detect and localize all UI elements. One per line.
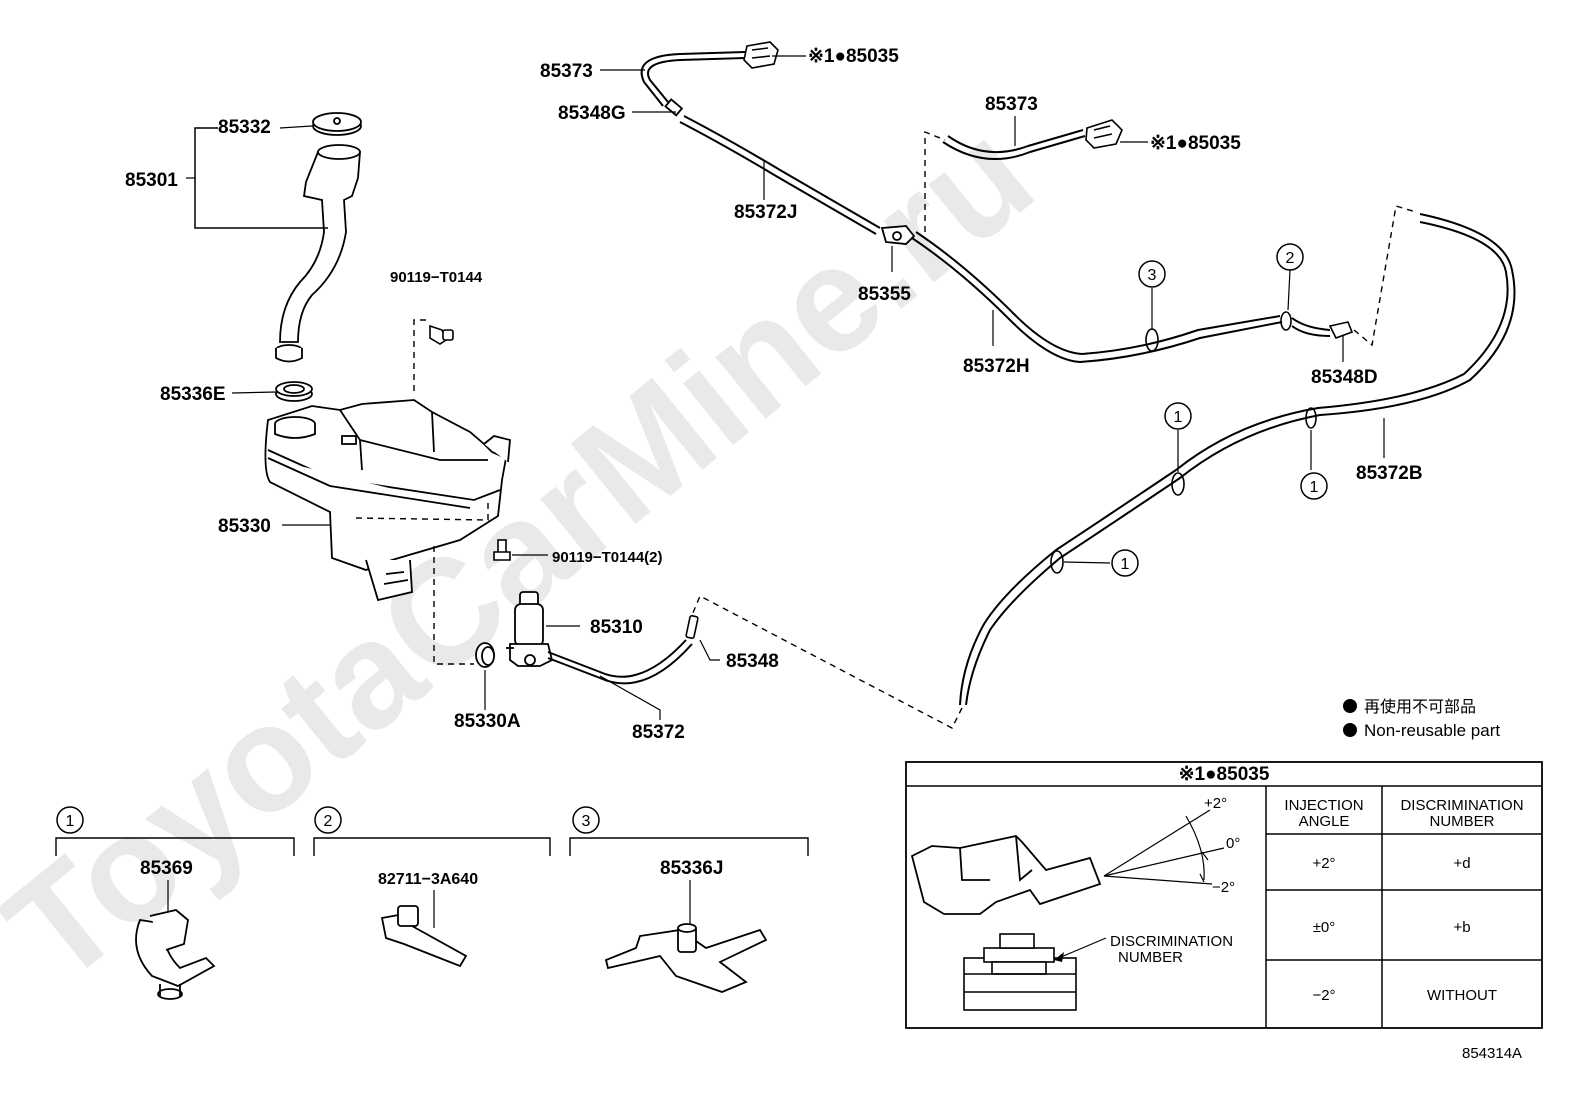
dash-lead-3 [689,595,963,729]
table-row-1-angle: +2° [1312,855,1335,872]
cap-85332 [312,112,362,136]
label-85372: 85372 [632,722,685,743]
label-85372b: 85372B [1356,463,1423,484]
svg-text:1: 1 [66,813,75,830]
callout-1c: 1 [1111,549,1139,577]
callout-1a: 1 [1164,402,1192,430]
label-85330: 85330 [218,516,271,537]
angle-plus-label: +2° [1204,795,1227,812]
grommet-85336e [275,381,313,402]
hose-85372j [679,115,881,235]
dash-lead-tank [355,498,489,665]
inlet-85301 [275,144,361,363]
label-85348g: 85348G [558,103,626,124]
bolt-90119-bottom [493,539,511,561]
table-header-num-2: NUMBER [1429,813,1494,830]
discrimination-label-2: NUMBER [1118,949,1183,966]
pump-85310 [506,591,554,667]
label-85035-mid: ※1●85035 [1150,133,1241,154]
label-85355: 85355 [858,284,911,305]
callout-1b: 1 [1300,472,1328,500]
hose-85373-top [640,51,746,107]
svg-text:2: 2 [324,813,333,830]
legend-jp: 再使用不可部品 [1364,698,1476,716]
angle-rays [1103,809,1225,885]
label-90119-bottom: 90119−T0144(2) [552,549,663,566]
legend-en: Non-reusable part [1364,721,1500,740]
nozzle-detail-drawing [910,835,1102,915]
label-82711: 82711−3A640 [378,871,478,888]
connector-85348g [664,98,684,117]
label-85348d: 85348D [1311,367,1378,388]
clip-2-on-hose [1280,311,1292,331]
table-row-3-angle: −2° [1312,987,1335,1004]
label-85372h: 85372H [963,356,1030,377]
callout-3: 3 [1138,260,1166,288]
nozzle-85035-mid [1085,119,1123,149]
connector-85348d [1328,321,1354,340]
detail-box: ※1●85035 +2° 0° −2° DISCRIMINATION NU [905,761,1543,1029]
nozzle-85035-top [743,41,779,69]
table-row-2-angle: ±0° [1313,919,1336,936]
table-header-angle-1: INJECTION [1284,797,1363,814]
label-85330a: 85330A [454,711,521,732]
table-header-num-1: DISCRIMINATION [1400,797,1523,814]
clip-detail-3: 3 85336J [569,806,809,993]
svg-text:1: 1 [1310,479,1319,496]
hose-85372b [959,213,1516,706]
label-85372j: 85372J [734,202,797,223]
hose-85372 [547,639,693,685]
legend: 再使用不可部品 Non-reusable part [1343,698,1500,740]
label-85035-top: ※1●85035 [808,46,899,67]
grommet-85330a [475,642,495,668]
label-85336e: 85336E [160,384,226,405]
connector-detail-drawing [963,933,1077,1011]
label-85310: 85310 [590,617,643,638]
angle-table [1265,786,1542,1028]
tank-85330 [264,399,511,602]
discrimination-label-1: DISCRIMINATION [1110,933,1233,950]
angle-zero-label: 0° [1226,835,1240,852]
svg-text:3: 3 [1148,267,1157,284]
connector-85348 [685,614,699,640]
table-row-1-num: +d [1453,855,1470,872]
label-85332: 85332 [218,117,271,138]
joint-85355 [880,225,916,245]
table-row-2-num: +b [1453,919,1470,936]
svg-text:1: 1 [1121,556,1130,573]
clip-detail-2: 2 82711−3A640 [313,806,551,968]
clip-3-on-hose [1145,328,1159,352]
figure-id: 854314A [1462,1045,1522,1062]
table-header-angle-2: ANGLE [1299,813,1350,830]
detail-title: ※1●85035 [1179,764,1270,785]
clip-detail-1: 1 85369 [55,806,295,1000]
svg-text:1: 1 [1174,409,1183,426]
angle-minus-label: −2° [1212,879,1235,896]
label-85301: 85301 [125,170,178,191]
dash-lead-bolt [413,319,426,394]
label-85373-mid: 85373 [985,94,1038,115]
svg-text:2: 2 [1286,250,1295,267]
clips-1-on-hose [1050,407,1317,574]
bolt-90119-top [429,324,454,345]
svg-text:3: 3 [582,813,591,830]
leader-lines [186,55,1385,720]
label-85373-top: 85373 [540,61,593,82]
label-85369: 85369 [140,858,193,879]
label-85348: 85348 [726,651,779,672]
dash-lead-2 [1353,205,1417,347]
label-85336j: 85336J [660,858,723,879]
hose-85373-mid [942,129,1086,161]
table-row-3-num: WITHOUT [1427,987,1497,1004]
dash-lead-1 [924,130,946,232]
label-90119-top: 90119−T0144 [390,269,483,286]
callout-2: 2 [1276,243,1304,271]
